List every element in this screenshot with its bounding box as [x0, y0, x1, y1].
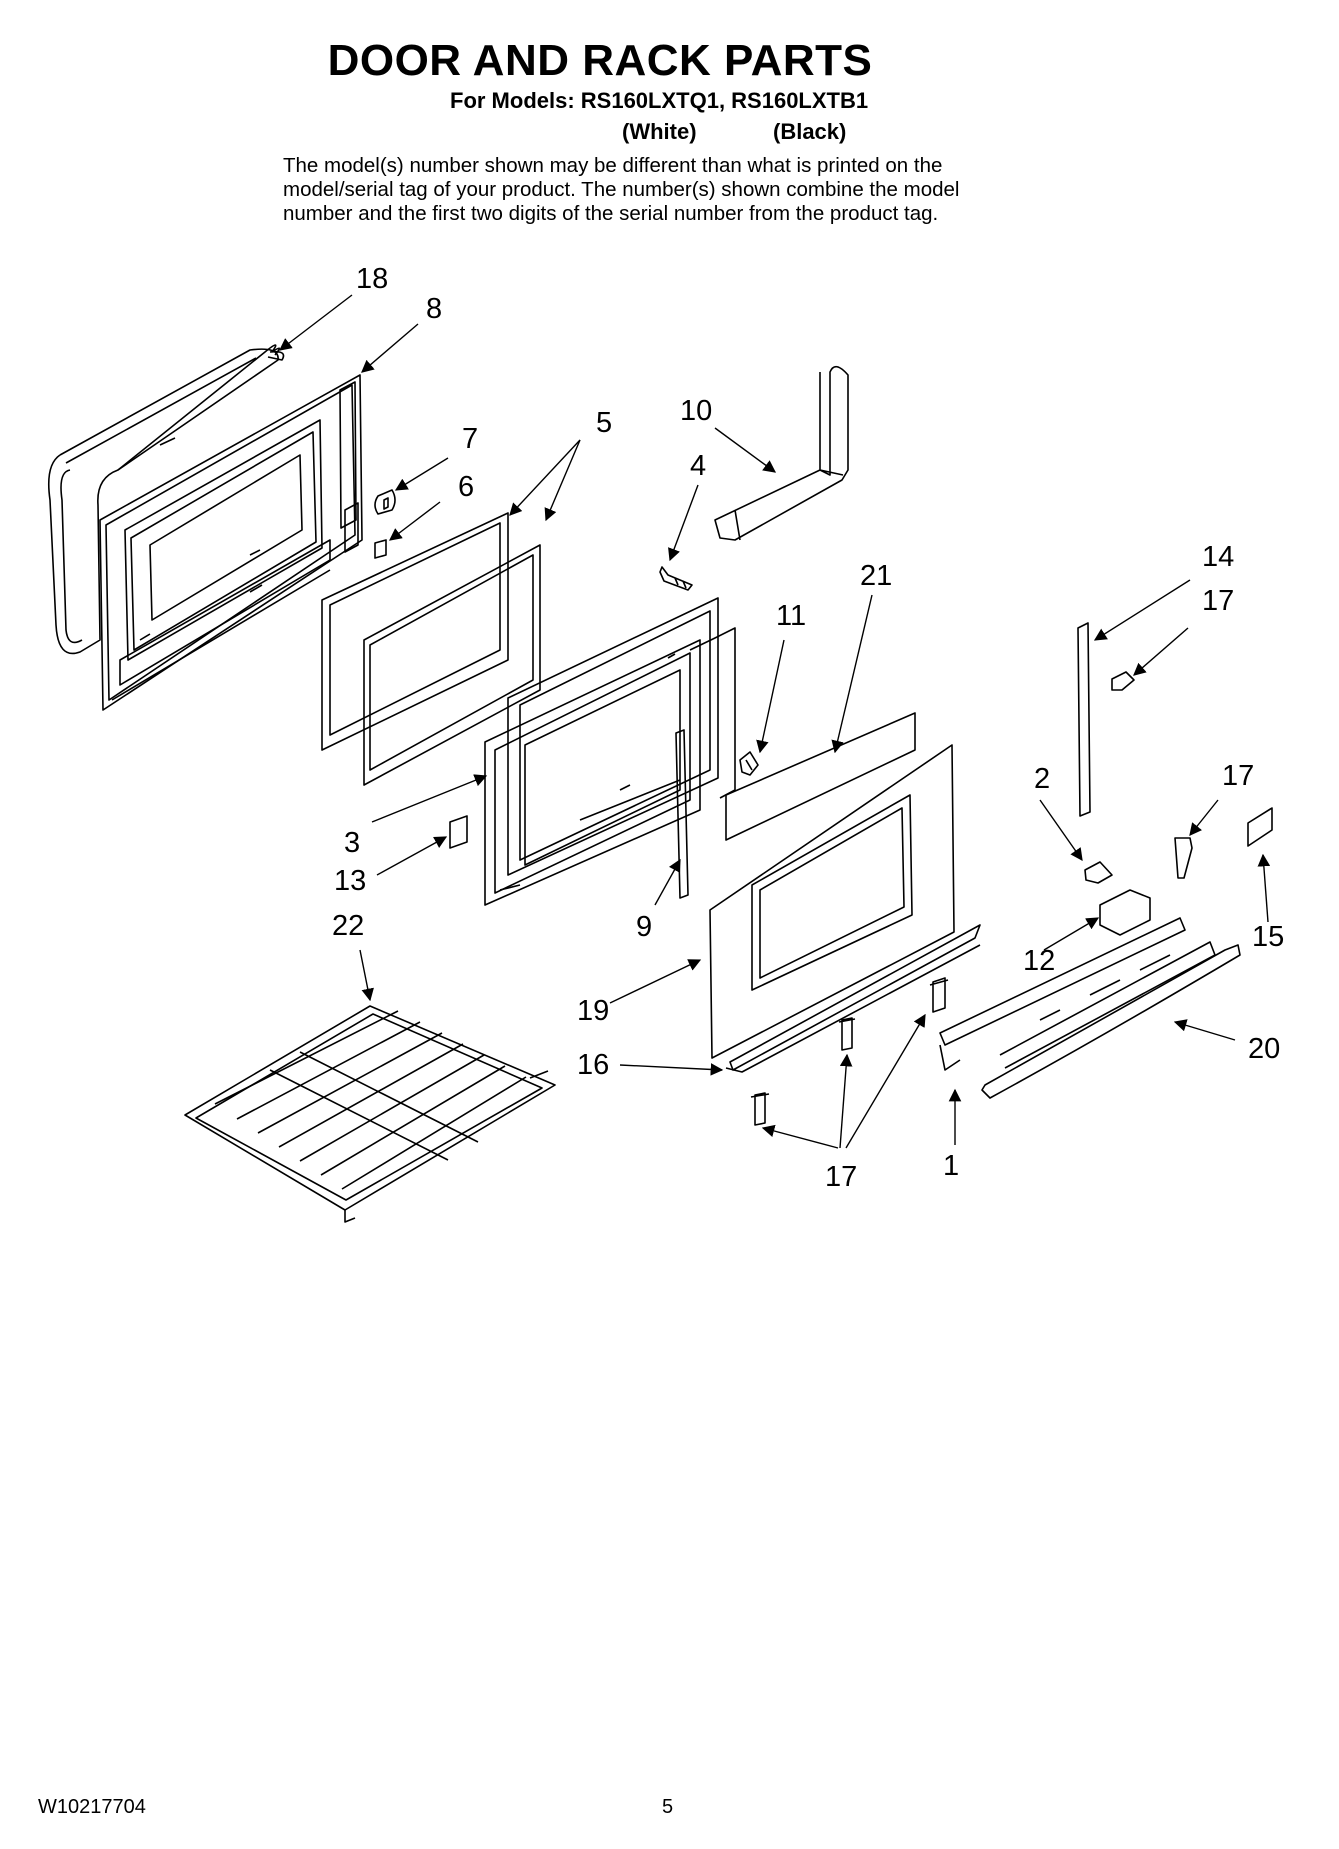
block-part: [374, 539, 387, 559]
model-note: The model(s) number shown may be differe…: [283, 154, 1103, 226]
screw-part: [1111, 671, 1135, 691]
callout-label: 20: [1248, 1033, 1280, 1065]
screw-part: [838, 1017, 856, 1051]
bushing-part: [374, 489, 396, 515]
door-frame-part: [484, 597, 736, 906]
callout-label: 3: [344, 827, 360, 859]
screw-part: [1084, 861, 1113, 884]
callout-label: 19: [577, 995, 609, 1027]
variant-black: (Black): [773, 119, 847, 144]
callout-label: 9: [636, 911, 652, 943]
callout-label: 17: [1222, 760, 1254, 792]
inner-door-part: [99, 374, 363, 711]
document-number: W10217704: [38, 1796, 146, 1818]
callout-label: 21: [860, 560, 892, 592]
channel-strip-part: [675, 729, 689, 899]
screw-part: [929, 977, 949, 1013]
screw-part: [750, 1092, 770, 1126]
screw-part: [1174, 837, 1193, 879]
callout-label: 1: [943, 1150, 959, 1182]
hinge-bracket-part: [1099, 889, 1151, 936]
screw-part: [739, 751, 759, 776]
callout-label: 14: [1202, 541, 1234, 573]
label-part: [449, 815, 468, 849]
callout-label: 15: [1252, 921, 1284, 953]
door-gasket-part: [59, 348, 279, 471]
callout-label: 10: [680, 395, 712, 427]
oven-rack-part: [184, 1005, 556, 1223]
model-note-line: The model(s) number shown may be differe…: [283, 154, 943, 177]
inner-glass-part: [321, 512, 541, 786]
label-part: [1247, 807, 1273, 847]
callout-label: 5: [596, 407, 612, 439]
handle-bracket-part: [714, 365, 849, 541]
callout-label: 4: [690, 450, 706, 482]
model-note-line: number and the first two digits of the s…: [283, 202, 939, 225]
callout-label: 6: [458, 471, 474, 503]
callout-label: 17: [825, 1161, 857, 1193]
door-bottom-trim-part: [725, 944, 981, 1073]
callout-label: 18: [356, 263, 388, 295]
door-handle-part: [939, 917, 1241, 1099]
models-line: For Models: RS160LXTQ1, RS160LXTB1: [450, 88, 869, 113]
callout-label: 7: [462, 423, 478, 455]
model-note-line: model/serial tag of your product. The nu…: [283, 178, 960, 201]
callout-label: 12: [1023, 945, 1055, 977]
page-number: 5: [662, 1796, 674, 1818]
screw-part: [659, 566, 693, 591]
page-title: DOOR AND RACK PARTS: [327, 36, 873, 85]
insulation-strip-part: [725, 712, 916, 841]
callout-label: 13: [334, 865, 366, 897]
callout-label: 8: [426, 293, 442, 325]
side-strip-part: [1077, 622, 1091, 817]
callout-label: 11: [776, 600, 806, 632]
callout-label: 17: [1202, 585, 1234, 617]
callout-label: 2: [1034, 763, 1050, 795]
callout-label: 16: [577, 1049, 609, 1081]
outer-door-glass-part: [709, 744, 981, 1071]
variant-white: (White): [622, 119, 697, 144]
callout-label: 22: [332, 910, 364, 942]
